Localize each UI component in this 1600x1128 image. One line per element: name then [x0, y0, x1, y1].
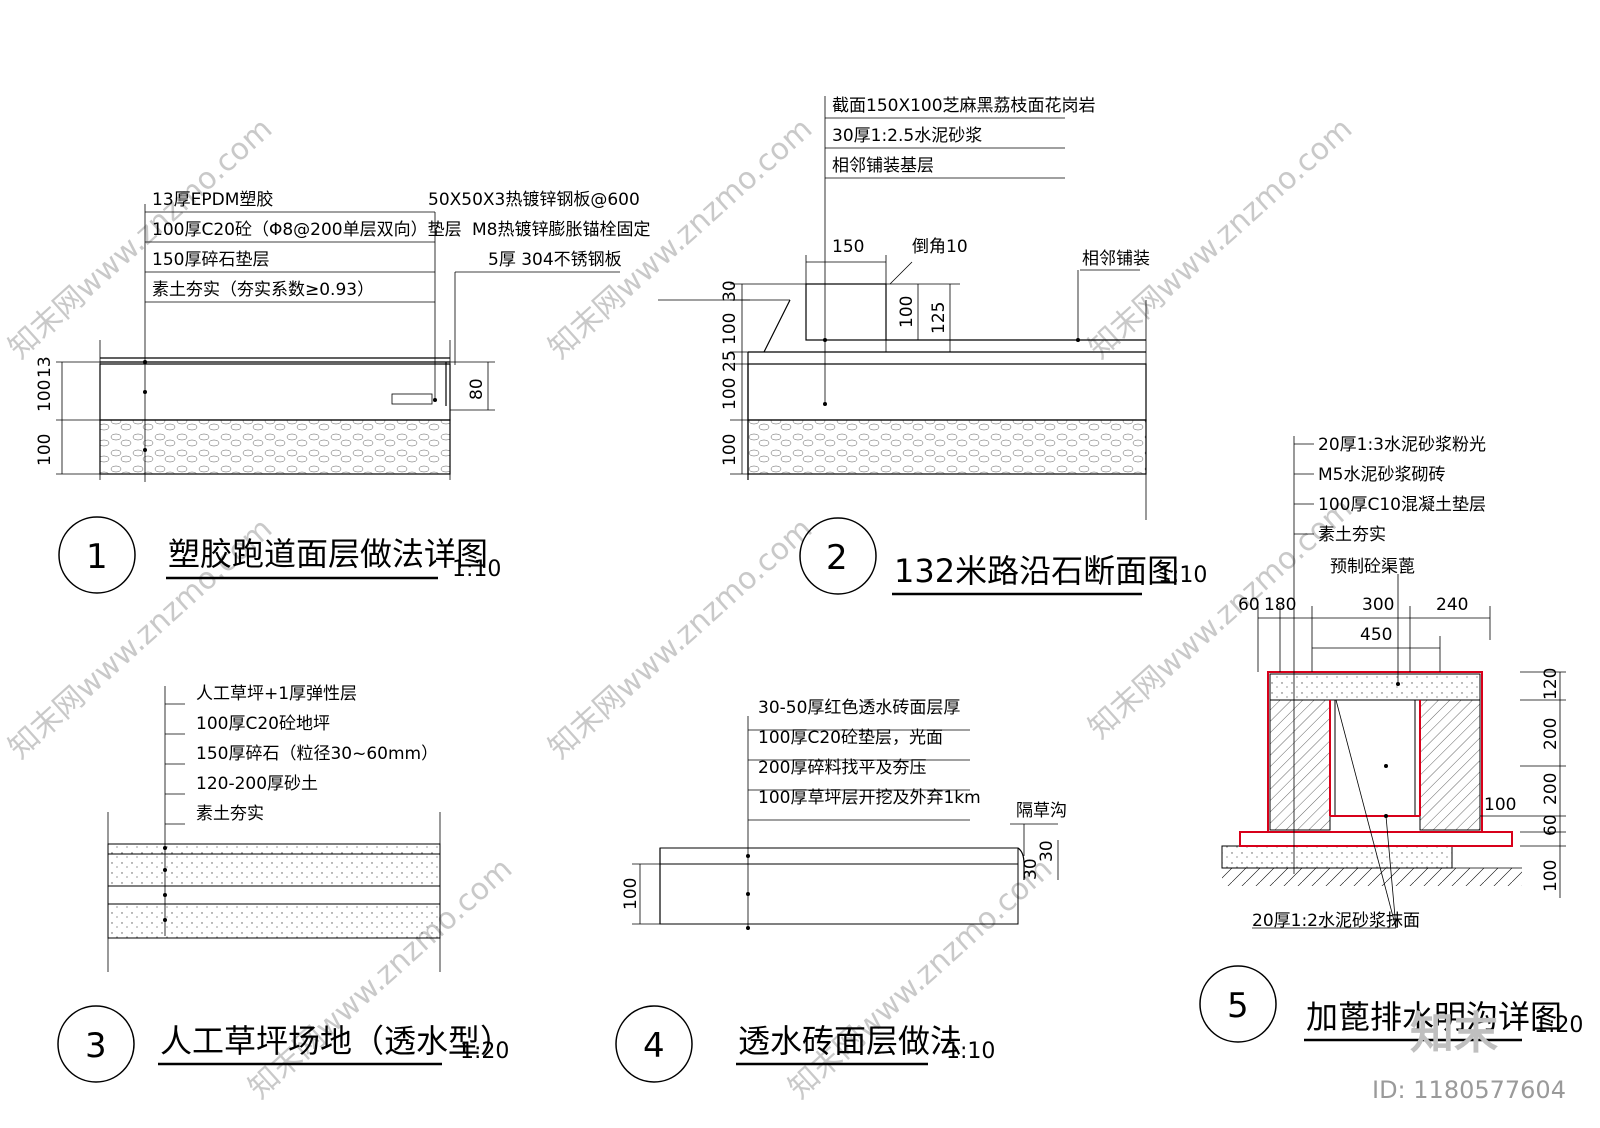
dim-100-b: 100	[720, 378, 740, 410]
note-sand: 120-200厚砂土	[196, 774, 318, 794]
dim-100: 100	[621, 878, 641, 910]
dim-25: 25	[720, 350, 740, 372]
dim-150: 150	[832, 237, 864, 257]
dim-300: 300	[1362, 595, 1394, 615]
label-mortar-finish: 20厚1:2水泥砂浆抹面	[1252, 911, 1420, 931]
detail-4: 30-50厚红色透水砖面层厚 100厚C20砼垫层，光面 200厚碎料找平及夯压…	[615, 698, 1067, 1083]
watermark-text: 知末网www.znzmo.com	[1082, 111, 1359, 366]
detail-title: 132米路沿石断面图	[894, 552, 1179, 590]
label-chamfer: 倒角10	[912, 237, 968, 257]
dim-80: 80	[467, 378, 487, 400]
dim-13: 13	[35, 356, 55, 378]
detail-number: 1	[86, 537, 108, 577]
note-plaster: 20厚1:3水泥砂浆粉光	[1318, 435, 1486, 455]
dim-100-a: 100	[35, 380, 55, 412]
dim-100-b: 100	[35, 434, 55, 466]
dim-100-side: 100	[1541, 860, 1561, 892]
detail-scale: 1:10	[1158, 563, 1207, 588]
note-concrete: 100厚C20砼垫层，光面	[758, 728, 943, 748]
note-turf: 人工草坪+1厚弹性层	[196, 684, 357, 704]
detail-number-circle	[58, 516, 136, 594]
note-soil: 素土夯实	[196, 804, 264, 824]
detail-1: 13厚EPDM塑胶 100厚C20砼（Φ8@200单层双向）垫层 150厚碎石垫…	[35, 190, 650, 594]
dim-100-d: 100	[897, 296, 917, 328]
label-adjacent-paving: 相邻铺装	[1082, 249, 1150, 269]
detail-title: 加蓖排水明沟详图	[1306, 998, 1562, 1036]
note-steel-plate: 50X50X3热镀锌钢板@600	[428, 190, 640, 210]
dim-125: 125	[929, 302, 949, 334]
detail-number: 5	[1227, 986, 1249, 1026]
brand-logo-text: 知末	[1410, 1008, 1498, 1059]
detail-number-circle	[1199, 965, 1277, 1043]
detail-2: 截面150X100芝麻黑荔枝面花岗岩 30厚1:2.5水泥砂浆 相邻铺装基层 倒…	[658, 96, 1207, 596]
dim-200-b: 200	[1541, 773, 1561, 805]
dim-30-a: 30	[1037, 840, 1057, 862]
detail-scale: 1:20	[460, 1039, 509, 1064]
dim-100-inner: 100	[1484, 795, 1516, 815]
detail-number-circle	[799, 517, 877, 595]
note-excavation: 100厚草坪层开挖及外弃1km	[758, 788, 981, 808]
note-anchor: M8热镀锌膨胀锚栓固定	[472, 220, 650, 240]
note-concrete: 100厚C10混凝土垫层	[1318, 495, 1486, 515]
note-concrete: 100厚C20砼（Φ8@200单层双向）垫层	[152, 220, 462, 240]
dim-30: 30	[720, 280, 740, 302]
detail-number-circle	[615, 1005, 693, 1083]
dim-100-a: 100	[720, 313, 740, 345]
note-gravel: 150厚碎石垫层	[152, 250, 269, 270]
detail-number-circle	[57, 1005, 135, 1083]
image-id: ID: 1180577604	[1372, 1076, 1566, 1104]
dim-30-b: 30	[1021, 858, 1041, 880]
dim-120: 120	[1541, 668, 1561, 700]
label-grate: 预制砼渠蓖	[1330, 557, 1415, 577]
detail-scale: 1:10	[946, 1039, 995, 1064]
note-brick: M5水泥砂浆砌砖	[1318, 465, 1445, 485]
note-base: 相邻铺装基层	[832, 156, 934, 176]
detail-number: 4	[643, 1026, 665, 1066]
dim-60-side: 60	[1541, 814, 1561, 836]
dim-60: 60	[1238, 595, 1260, 615]
note-epdm: 13厚EPDM塑胶	[152, 190, 273, 210]
dim-200-a: 200	[1541, 718, 1561, 750]
dim-180: 180	[1264, 595, 1296, 615]
detail-5: 20厚1:3水泥砂浆粉光 M5水泥砂浆砌砖 100厚C10混凝土垫层 素土夯实 …	[1199, 435, 1583, 1043]
dim-100-c: 100	[720, 434, 740, 466]
note-granite: 截面150X100芝麻黑荔枝面花岗岩	[832, 96, 1096, 116]
detail-title: 人工草坪场地（透水型）	[160, 1022, 512, 1060]
note-mortar: 30厚1:2.5水泥砂浆	[832, 126, 982, 146]
note-permeable-brick: 30-50厚红色透水砖面层厚	[758, 698, 960, 718]
detail-3: 人工草坪+1厚弹性层 100厚C20砼地坪 150厚碎石（粒径30~60mm） …	[57, 684, 512, 1083]
detail-scale: 1:20	[1534, 1013, 1583, 1038]
note-stainless: 5厚 304不锈钢板	[488, 250, 622, 270]
label-grass-ditch: 隔草沟	[1016, 801, 1067, 821]
detail-number: 2	[826, 538, 848, 578]
detail-number: 3	[85, 1026, 107, 1066]
detail-scale: 1:10	[452, 557, 501, 582]
watermark-text: 知末网www.znzmo.com	[242, 851, 519, 1106]
dim-240: 240	[1436, 595, 1468, 615]
dim-450: 450	[1360, 625, 1392, 645]
note-leveling: 200厚碎料找平及夯压	[758, 758, 926, 778]
note-concrete: 100厚C20砼地坪	[196, 714, 330, 734]
detail-title: 透水砖面层做法	[738, 1022, 962, 1060]
note-soil: 素土夯实	[1318, 525, 1386, 545]
note-gravel: 150厚碎石（粒径30~60mm）	[196, 744, 438, 764]
note-soil: 素土夯实（夯实系数≥0.93）	[152, 280, 374, 300]
detail-title: 塑胶跑道面层做法详图	[168, 535, 488, 573]
